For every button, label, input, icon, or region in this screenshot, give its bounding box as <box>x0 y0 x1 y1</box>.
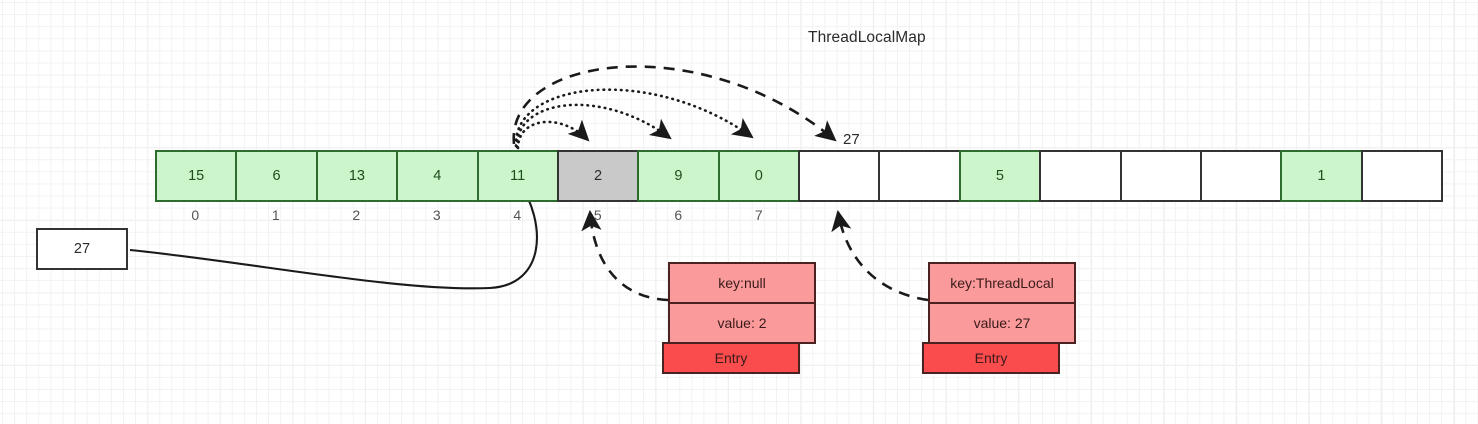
array-index-label: 6 <box>674 207 683 223</box>
array-slot-value: 2 <box>594 168 603 184</box>
diagram-title: ThreadLocalMap <box>808 29 926 46</box>
link-probe-slot4-to-slot7 <box>514 88 754 148</box>
array-index-label: 0 <box>191 207 200 223</box>
array-slot: 2 <box>556 150 640 202</box>
array-slot: 5 <box>958 150 1042 202</box>
array-index-label: 2 <box>352 207 361 223</box>
array-slot-value: 5 <box>995 168 1004 184</box>
array-slot: 15 <box>155 150 238 202</box>
array-slot: 11 <box>476 150 559 202</box>
array-index-label <box>1363 207 1444 229</box>
array-slot-value: 9 <box>674 168 683 184</box>
entry-type-tag: Entry <box>662 342 800 374</box>
array-slot: 1 <box>1280 150 1363 202</box>
array-slot: 6 <box>235 150 318 202</box>
array-index-label: 4 <box>513 207 522 223</box>
entry-key-field: key:null <box>668 262 816 304</box>
array-slot: 0 <box>717 150 800 202</box>
entry-key-field: key:ThreadLocal <box>928 262 1076 304</box>
array-slot: 4 <box>396 150 479 202</box>
link-probe-slot4-to-slot6 <box>515 103 672 149</box>
array-index-label <box>1121 207 1202 229</box>
link-insert-slot4-to-slot8 <box>512 65 837 145</box>
source-value-text: 27 <box>73 241 91 257</box>
array-index-label: 7 <box>754 207 763 223</box>
array-slot: 13 <box>315 150 399 202</box>
link-probe-slot4-to-slot5 <box>516 119 590 150</box>
entry-value-field: value: 27 <box>928 302 1076 344</box>
array-slot-value: 6 <box>272 168 281 184</box>
array-slot-value: 11 <box>510 168 526 184</box>
array-slot <box>1199 150 1283 202</box>
array-slot <box>1360 150 1443 202</box>
array-slot-value: 4 <box>433 168 442 184</box>
array-index-row: 0 1 2 3 4 5 6 7 <box>155 207 1443 229</box>
array-index-label: 3 <box>432 207 441 223</box>
array-slot: 9 <box>637 150 720 202</box>
array-slot <box>798 150 881 202</box>
entry-object-stale: key:null value: 2 Entry <box>662 262 816 374</box>
array-slot <box>1119 150 1202 202</box>
array-slot-value: 13 <box>348 168 365 184</box>
array-index-label <box>960 207 1041 229</box>
entry-type-tag: Entry <box>922 342 1060 374</box>
array-slot-value: 15 <box>188 168 205 184</box>
array-slot <box>1039 150 1122 202</box>
array-index-label: 1 <box>271 207 280 223</box>
target-slot-annotation: 27 <box>843 131 860 148</box>
entry-value-field: value: 2 <box>668 302 816 344</box>
array-index-label <box>799 207 880 229</box>
array-slot-value: 0 <box>754 168 763 184</box>
source-value-box: 27 <box>36 228 128 270</box>
entry-object-new: key:ThreadLocal value: 27 Entry <box>922 262 1076 374</box>
array-index-label <box>880 207 961 229</box>
array-index-label <box>1282 207 1363 229</box>
array-index-label: 5 <box>593 207 602 223</box>
threadlocalmap-array: 15 6 13 4 11 2 9 0 5 1 <box>155 150 1443 202</box>
array-index-label <box>1202 207 1283 229</box>
array-index-label <box>1041 207 1122 229</box>
array-slot-value: 1 <box>1317 168 1326 184</box>
array-slot <box>878 150 961 202</box>
